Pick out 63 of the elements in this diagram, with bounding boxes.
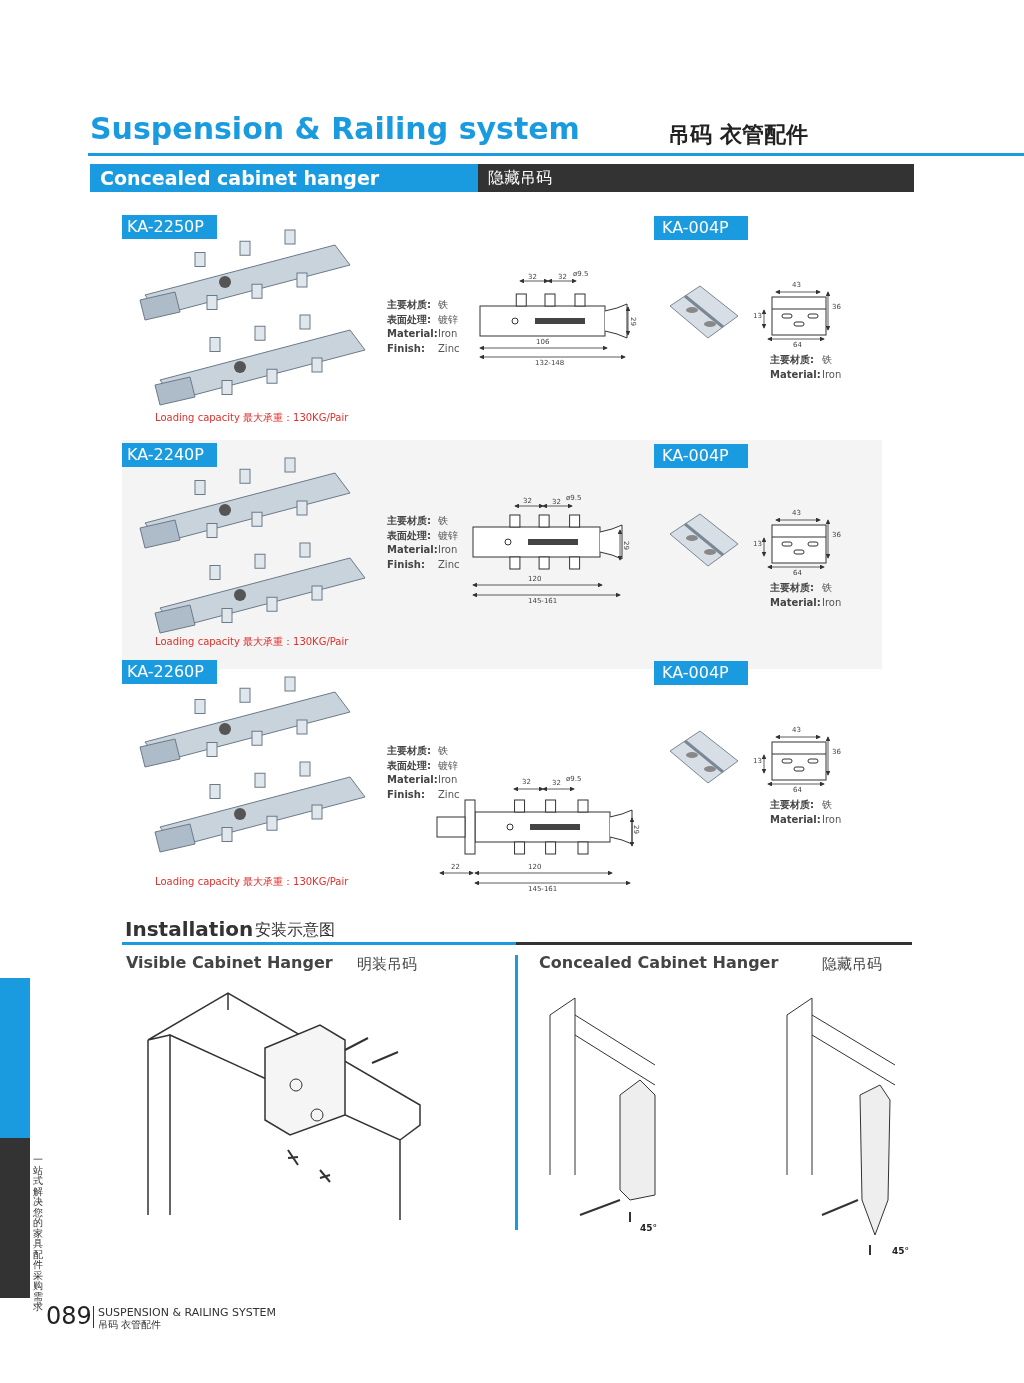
side-bar <box>0 978 30 1138</box>
spec-key: Finish: <box>387 344 425 355</box>
subsection-heading: Visible Cabinet Hanger <box>126 955 333 971</box>
spec-key: 表面处理: <box>387 760 431 771</box>
spec-value: 镀锌 <box>438 314 458 325</box>
spec-key: 主要材质: <box>770 355 814 365</box>
spec-key: Material: <box>387 775 438 786</box>
product-code: KA-2250P <box>127 219 204 235</box>
spec-key: 主要材质: <box>387 746 431 756</box>
spec-key: Material: <box>387 329 438 340</box>
spec-value: Iron <box>438 329 458 340</box>
spec-value: Zinc <box>438 790 460 801</box>
spec-value: 铁 <box>438 516 448 526</box>
spec-key: Material: <box>770 815 821 825</box>
spec-key: 主要材质: <box>770 800 814 810</box>
spec-key: 表面处理: <box>387 530 431 541</box>
spec-value: Iron <box>438 545 458 556</box>
spec-key: Material: <box>770 598 821 608</box>
spec-value: 镀锌 <box>438 760 458 771</box>
loading-capacity-note: Loading capacity 最大承重：130KG/Pair <box>155 413 349 423</box>
page-number: 089 <box>46 1304 92 1328</box>
side-bar <box>0 1138 30 1298</box>
side-slogan: 一站式解决您的家具配件采购需求 <box>33 1155 44 1313</box>
banner-text: Concealed cabinet hanger <box>100 169 380 188</box>
spec-key: Material: <box>770 370 821 380</box>
spec-key: Finish: <box>387 560 425 571</box>
spec-value: 镀锌 <box>438 530 458 541</box>
spec-value: Zinc <box>438 344 460 355</box>
product-code: KA-004P <box>662 220 729 236</box>
subsection-heading: 隐藏吊码 <box>822 957 882 972</box>
product-code: KA-2240P <box>127 447 204 463</box>
spec-value: Iron <box>438 775 458 786</box>
product-code: KA-004P <box>662 665 729 681</box>
banner-text: 隐藏吊码 <box>488 170 552 186</box>
loading-capacity-note: Loading capacity 最大承重：130KG/Pair <box>155 637 349 647</box>
page-title: Suspension & Railing system <box>90 114 580 144</box>
product-code: KA-004P <box>662 448 729 464</box>
spec-value: 铁 <box>438 746 448 756</box>
spec-key: 表面处理: <box>387 314 431 325</box>
spec-value: 铁 <box>438 300 448 310</box>
angle-label: 45° <box>892 1247 910 1256</box>
spec-value: Iron <box>822 815 842 825</box>
footer-text: 吊码 衣管配件 <box>98 1320 162 1330</box>
spec-value: Iron <box>822 598 842 608</box>
spec-key: 主要材质: <box>387 300 431 310</box>
section-heading: Installation <box>125 919 254 939</box>
spec-value: 铁 <box>822 355 832 365</box>
spec-value: Iron <box>822 370 842 380</box>
product-code: KA-2260P <box>127 664 204 680</box>
spec-key: 主要材质: <box>770 583 814 593</box>
subsection-heading: 明装吊码 <box>357 957 417 972</box>
spec-value: Zinc <box>438 560 460 571</box>
loading-capacity-note: Loading capacity 最大承重：130KG/Pair <box>155 877 349 887</box>
spec-value: 铁 <box>822 800 832 810</box>
spec-key: Finish: <box>387 790 425 801</box>
spec-value: 铁 <box>822 583 832 593</box>
section-subtitle: 吊码 衣管配件 <box>668 124 808 146</box>
spec-key: 主要材质: <box>387 516 431 526</box>
footer-text: SUSPENSION & RAILING SYSTEM <box>98 1307 276 1318</box>
section-heading: 安装示意图 <box>255 922 335 938</box>
spec-key: Material: <box>387 545 438 556</box>
subsection-heading: Concealed Cabinet Hanger <box>539 955 779 971</box>
angle-label: 45° <box>640 1224 658 1233</box>
